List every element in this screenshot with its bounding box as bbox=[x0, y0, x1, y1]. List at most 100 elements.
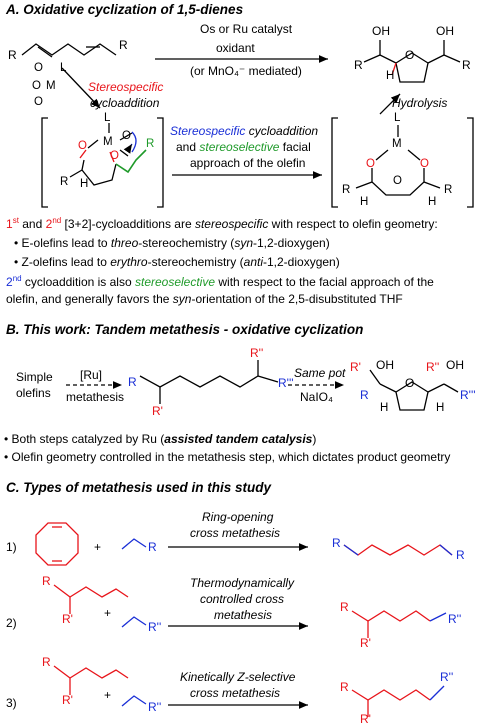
method-line-2: cross metathesis bbox=[190, 526, 281, 540]
atom-r-double-prime: R'' bbox=[440, 670, 454, 684]
plus-sign: + bbox=[104, 688, 112, 702]
plus-sign: + bbox=[94, 540, 102, 554]
atom-r-prime: R' bbox=[360, 712, 371, 726]
atom-r: R bbox=[340, 680, 349, 694]
atom-r-prime: R' bbox=[350, 360, 361, 374]
atom-m: M bbox=[46, 80, 56, 92]
atom-h: H bbox=[428, 196, 437, 208]
atom-l: L bbox=[60, 62, 67, 74]
atom-r: R bbox=[354, 58, 363, 72]
mid-line-2: and stereoselective facial bbox=[176, 140, 311, 154]
atom-r: R bbox=[340, 600, 349, 614]
para-second-line-2: olefin, and generally favors the syn-ori… bbox=[6, 292, 403, 306]
section-c-title: C. Types of metathesis used in this stud… bbox=[6, 480, 272, 495]
atom-oh: OH bbox=[372, 24, 390, 38]
method-line-2: cross metathesis bbox=[190, 686, 281, 700]
naio4-label: NaIO₄ bbox=[300, 390, 333, 404]
cyclooctadiene-ring bbox=[35, 522, 79, 566]
atom-h: H bbox=[360, 196, 369, 208]
simple-olefins-label: Simple bbox=[16, 370, 53, 384]
reagent-label: oxidant bbox=[216, 41, 255, 55]
atom-l: L bbox=[394, 112, 401, 124]
atom-o: O bbox=[405, 376, 415, 390]
atom-h: H bbox=[386, 70, 395, 82]
atom-o: O bbox=[34, 96, 43, 108]
atom-o: O bbox=[34, 62, 43, 74]
diene-b bbox=[139, 375, 259, 388]
metathesis-label: metathesis bbox=[66, 390, 125, 404]
same-pot-label: Same pot bbox=[294, 366, 346, 380]
atom-r-triple-prime: R''' bbox=[460, 388, 476, 402]
ru-catalyst-label: [Ru] bbox=[80, 368, 103, 382]
atom-r: R bbox=[462, 58, 471, 72]
atom-r-double-prime: R'' bbox=[148, 700, 162, 714]
atom-r: R bbox=[128, 375, 137, 389]
atom-o: O bbox=[366, 158, 375, 170]
reagent-label: Os or Ru catalyst bbox=[200, 22, 293, 36]
atom-r: R bbox=[60, 176, 69, 188]
diene-chain bbox=[21, 43, 117, 56]
atom-m: M bbox=[392, 138, 402, 150]
atom-r-prime: R' bbox=[152, 404, 163, 418]
thf-ring-b bbox=[395, 381, 429, 411]
stereospecific-label: Stereospecific bbox=[88, 80, 164, 94]
atom-l: L bbox=[104, 112, 111, 124]
atom-r-double-prime: R'' bbox=[148, 620, 162, 634]
para-first-second: 1st and 2nd [3+2]-cycloadditions are ste… bbox=[6, 216, 438, 231]
atom-o: O bbox=[122, 130, 131, 142]
bullet-e-olefins: • E-olefins lead to threo-stereochemistr… bbox=[14, 236, 330, 250]
atom-h: H bbox=[436, 402, 445, 414]
atom-o: O bbox=[32, 80, 41, 92]
section-b-title: B. This work: Tandem metathesis - oxidat… bbox=[6, 322, 364, 337]
bullet-tandem-catalysis: • Both steps catalyzed by Ru (assisted t… bbox=[4, 432, 317, 446]
atom-r-prime: R' bbox=[62, 693, 73, 707]
row-number: 2) bbox=[6, 616, 17, 630]
atom-o: O bbox=[420, 158, 429, 170]
atom-h: H bbox=[80, 178, 89, 190]
atom-r: R bbox=[146, 138, 155, 150]
atom-h: H bbox=[380, 402, 389, 414]
atom-r-double-prime: R'' bbox=[426, 360, 440, 374]
method-line-3: metathesis bbox=[214, 608, 273, 622]
row-number: 1) bbox=[6, 540, 17, 554]
para-second: 2nd cycloaddition is also stereoselectiv… bbox=[6, 274, 434, 289]
method-line-1: Kinetically Z-selective bbox=[180, 670, 296, 684]
atom-oh: OH bbox=[376, 358, 394, 372]
method-line-2: controlled cross bbox=[200, 592, 285, 606]
hydrolysis-label: Hydrolysis bbox=[392, 96, 448, 110]
mid-line-3: approach of the olefin bbox=[190, 156, 306, 170]
atom-r-prime: R' bbox=[360, 636, 371, 650]
method-line-1: Ring-opening bbox=[202, 510, 274, 524]
atom-oh: OH bbox=[446, 358, 464, 372]
atom-o: O bbox=[78, 140, 87, 152]
atom-o: O bbox=[110, 150, 119, 162]
bullet-olefin-geometry: • Olefin geometry controlled in the meta… bbox=[4, 450, 451, 464]
atom-r: R bbox=[444, 184, 453, 196]
atom-o: O bbox=[405, 48, 415, 62]
atom-m: M bbox=[103, 136, 113, 148]
section-a-title: A. Oxidative cyclization of 1,5-dienes bbox=[6, 2, 244, 17]
row-number: 3) bbox=[6, 696, 17, 710]
cycloaddition-label: cycloaddition bbox=[90, 96, 160, 110]
atom-r-prime: R' bbox=[62, 612, 73, 626]
bullet-z-olefins: • Z-olefins lead to erythro-stereochemis… bbox=[14, 255, 340, 269]
atom-r-double-prime: R'' bbox=[448, 612, 462, 626]
thf-ring-top bbox=[395, 52, 429, 83]
atom-r-triple-prime: R''' bbox=[278, 376, 294, 390]
reagent-label: (or MnO₄⁻ mediated) bbox=[190, 64, 302, 78]
atom-r: R bbox=[342, 184, 351, 196]
atom-r-double-prime: R'' bbox=[250, 346, 264, 360]
atom-r: R bbox=[42, 574, 51, 588]
atom-r: R bbox=[332, 536, 341, 550]
atom-r: R bbox=[148, 540, 157, 554]
atom-o: O bbox=[393, 175, 402, 187]
mid-line-1: Stereospecific cycloaddition bbox=[170, 124, 319, 138]
atom-r: R bbox=[456, 548, 465, 562]
atom-r: R bbox=[119, 38, 128, 52]
atom-r: R bbox=[360, 388, 369, 402]
atom-r: R bbox=[42, 655, 51, 669]
atom-r: R bbox=[8, 48, 17, 62]
method-line-1: Thermodynamically bbox=[190, 576, 295, 590]
simple-olefins-label: olefins bbox=[16, 386, 51, 400]
